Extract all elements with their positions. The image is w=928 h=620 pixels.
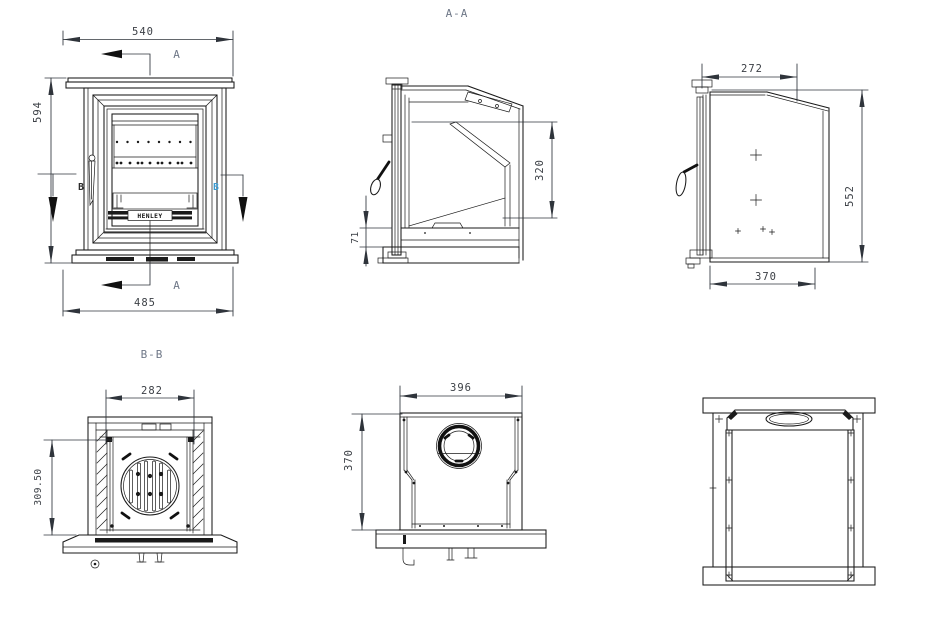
side-cross-marks [735,149,775,235]
brand-logo-text: HENLEY [137,213,162,220]
bb-circular-grate [120,452,180,520]
top-hearth-and-legs [375,529,547,566]
side-view: 272 552 370 [675,63,869,290]
bb-dim-inner-width: 282 [105,385,195,445]
section-label-b-left: B [78,182,84,193]
section-cut-b-left: B [37,173,84,222]
side-dim-height: 552 [711,89,869,263]
section-aa-title: A-A [446,7,469,20]
section-cut-b-right: B [213,174,248,222]
section-cut-a-bottom: A [101,262,181,292]
front-dim-height: 594 [32,77,73,264]
dim-label-552: 552 [844,185,856,207]
rear-flue-oval [765,411,813,427]
side-dim-base-depth: 370 [709,265,816,290]
top-view: 396 370 [343,382,547,566]
bb-outline [87,416,213,536]
top-outline [399,412,523,531]
section-bb-view: B-B [33,348,238,569]
side-outline [685,79,830,269]
side-door-handle [675,163,699,197]
rear-view [702,397,876,586]
top-flue-outlet [436,423,482,469]
aa-door-handle [370,160,391,196]
dim-label-370-side: 370 [755,271,777,283]
top-dim-width: 396 [399,382,523,415]
dim-label-370-top: 370 [343,449,355,471]
section-aa-view: A-A [350,7,558,267]
front-dim-top-width: 540 [62,26,234,77]
aa-dim-base-height: 71 [350,195,393,267]
side-dim-top-depth: 272 [701,63,798,102]
dim-label-540: 540 [132,26,154,38]
bb-dim-opening-height: 309.50 [33,439,113,536]
front-view: HENLEY 540 [32,26,248,317]
rear-outline [702,397,876,586]
section-cut-a-top: A [101,48,181,76]
section-label-b-right: B [213,182,219,193]
dim-label-320: 320 [534,159,546,181]
dim-label-396: 396 [450,382,472,394]
dim-label-282: 282 [141,385,163,397]
bb-base-plinth [62,534,238,569]
dim-label-272: 272 [741,63,763,75]
aa-outline [377,77,524,264]
dim-label-309-50: 309.50 [33,468,44,505]
section-label-a-top: A [173,48,181,61]
dim-label-594: 594 [32,101,44,123]
rear-screw-cross-marks [715,415,861,579]
front-dim-bottom-width: 485 [62,266,234,317]
dim-label-71: 71 [350,231,361,243]
front-riddling-grate [112,192,198,210]
section-bb-title: B-B [141,348,164,361]
aa-dim-firebox-height: 320 [411,121,558,219]
top-dim-depth: 370 [343,413,403,531]
front-door-handle [88,154,96,207]
dim-label-485: 485 [134,297,156,309]
front-airwash-vent-holes [115,140,193,165]
section-label-a-bottom: A [173,279,181,292]
front-logo-banner: HENLEY [108,210,192,221]
bb-wall-hatching [96,430,204,530]
front-base-plinth [71,220,239,264]
